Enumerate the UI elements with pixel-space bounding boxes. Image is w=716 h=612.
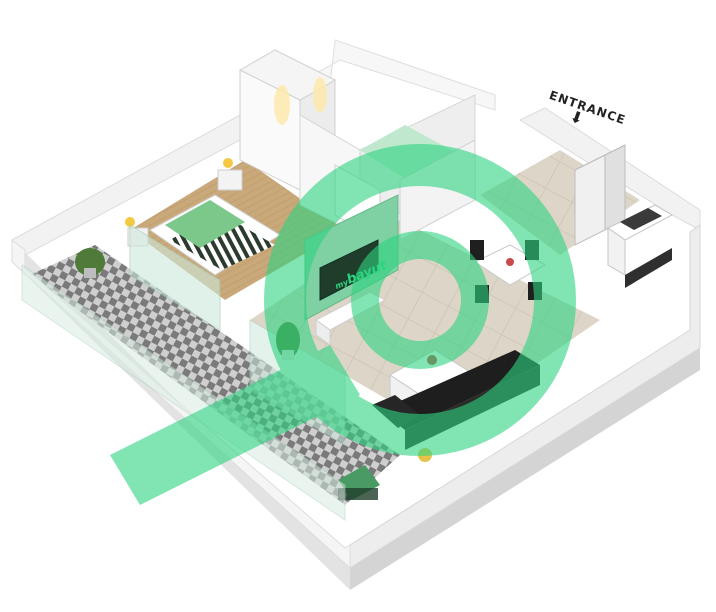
lamp-right [223, 158, 233, 168]
balcony-plant [75, 248, 105, 276]
balcony-chair-legs [338, 488, 378, 500]
front-wall [11, 238, 351, 570]
wardrobe-light-1 [274, 85, 290, 125]
lamp-left [125, 217, 135, 227]
bedroom-glass-partition [129, 224, 221, 331]
bed-throw [165, 200, 245, 248]
slab-right-face [350, 348, 700, 590]
dining-chair-1 [470, 240, 484, 260]
watermark-logo-icon [110, 144, 576, 505]
wardrobe-light-2 [313, 77, 327, 113]
fridge-top [574, 144, 626, 171]
hob [620, 208, 662, 230]
balcony-plant-pot [84, 268, 96, 278]
table-flowers [506, 258, 514, 266]
balcony-floor [30, 245, 400, 505]
fridge-side [604, 144, 626, 231]
sofa [380, 350, 540, 430]
nightstand-right [217, 169, 243, 191]
kitchen-base-dark [625, 248, 672, 288]
fridge-front [574, 154, 606, 246]
